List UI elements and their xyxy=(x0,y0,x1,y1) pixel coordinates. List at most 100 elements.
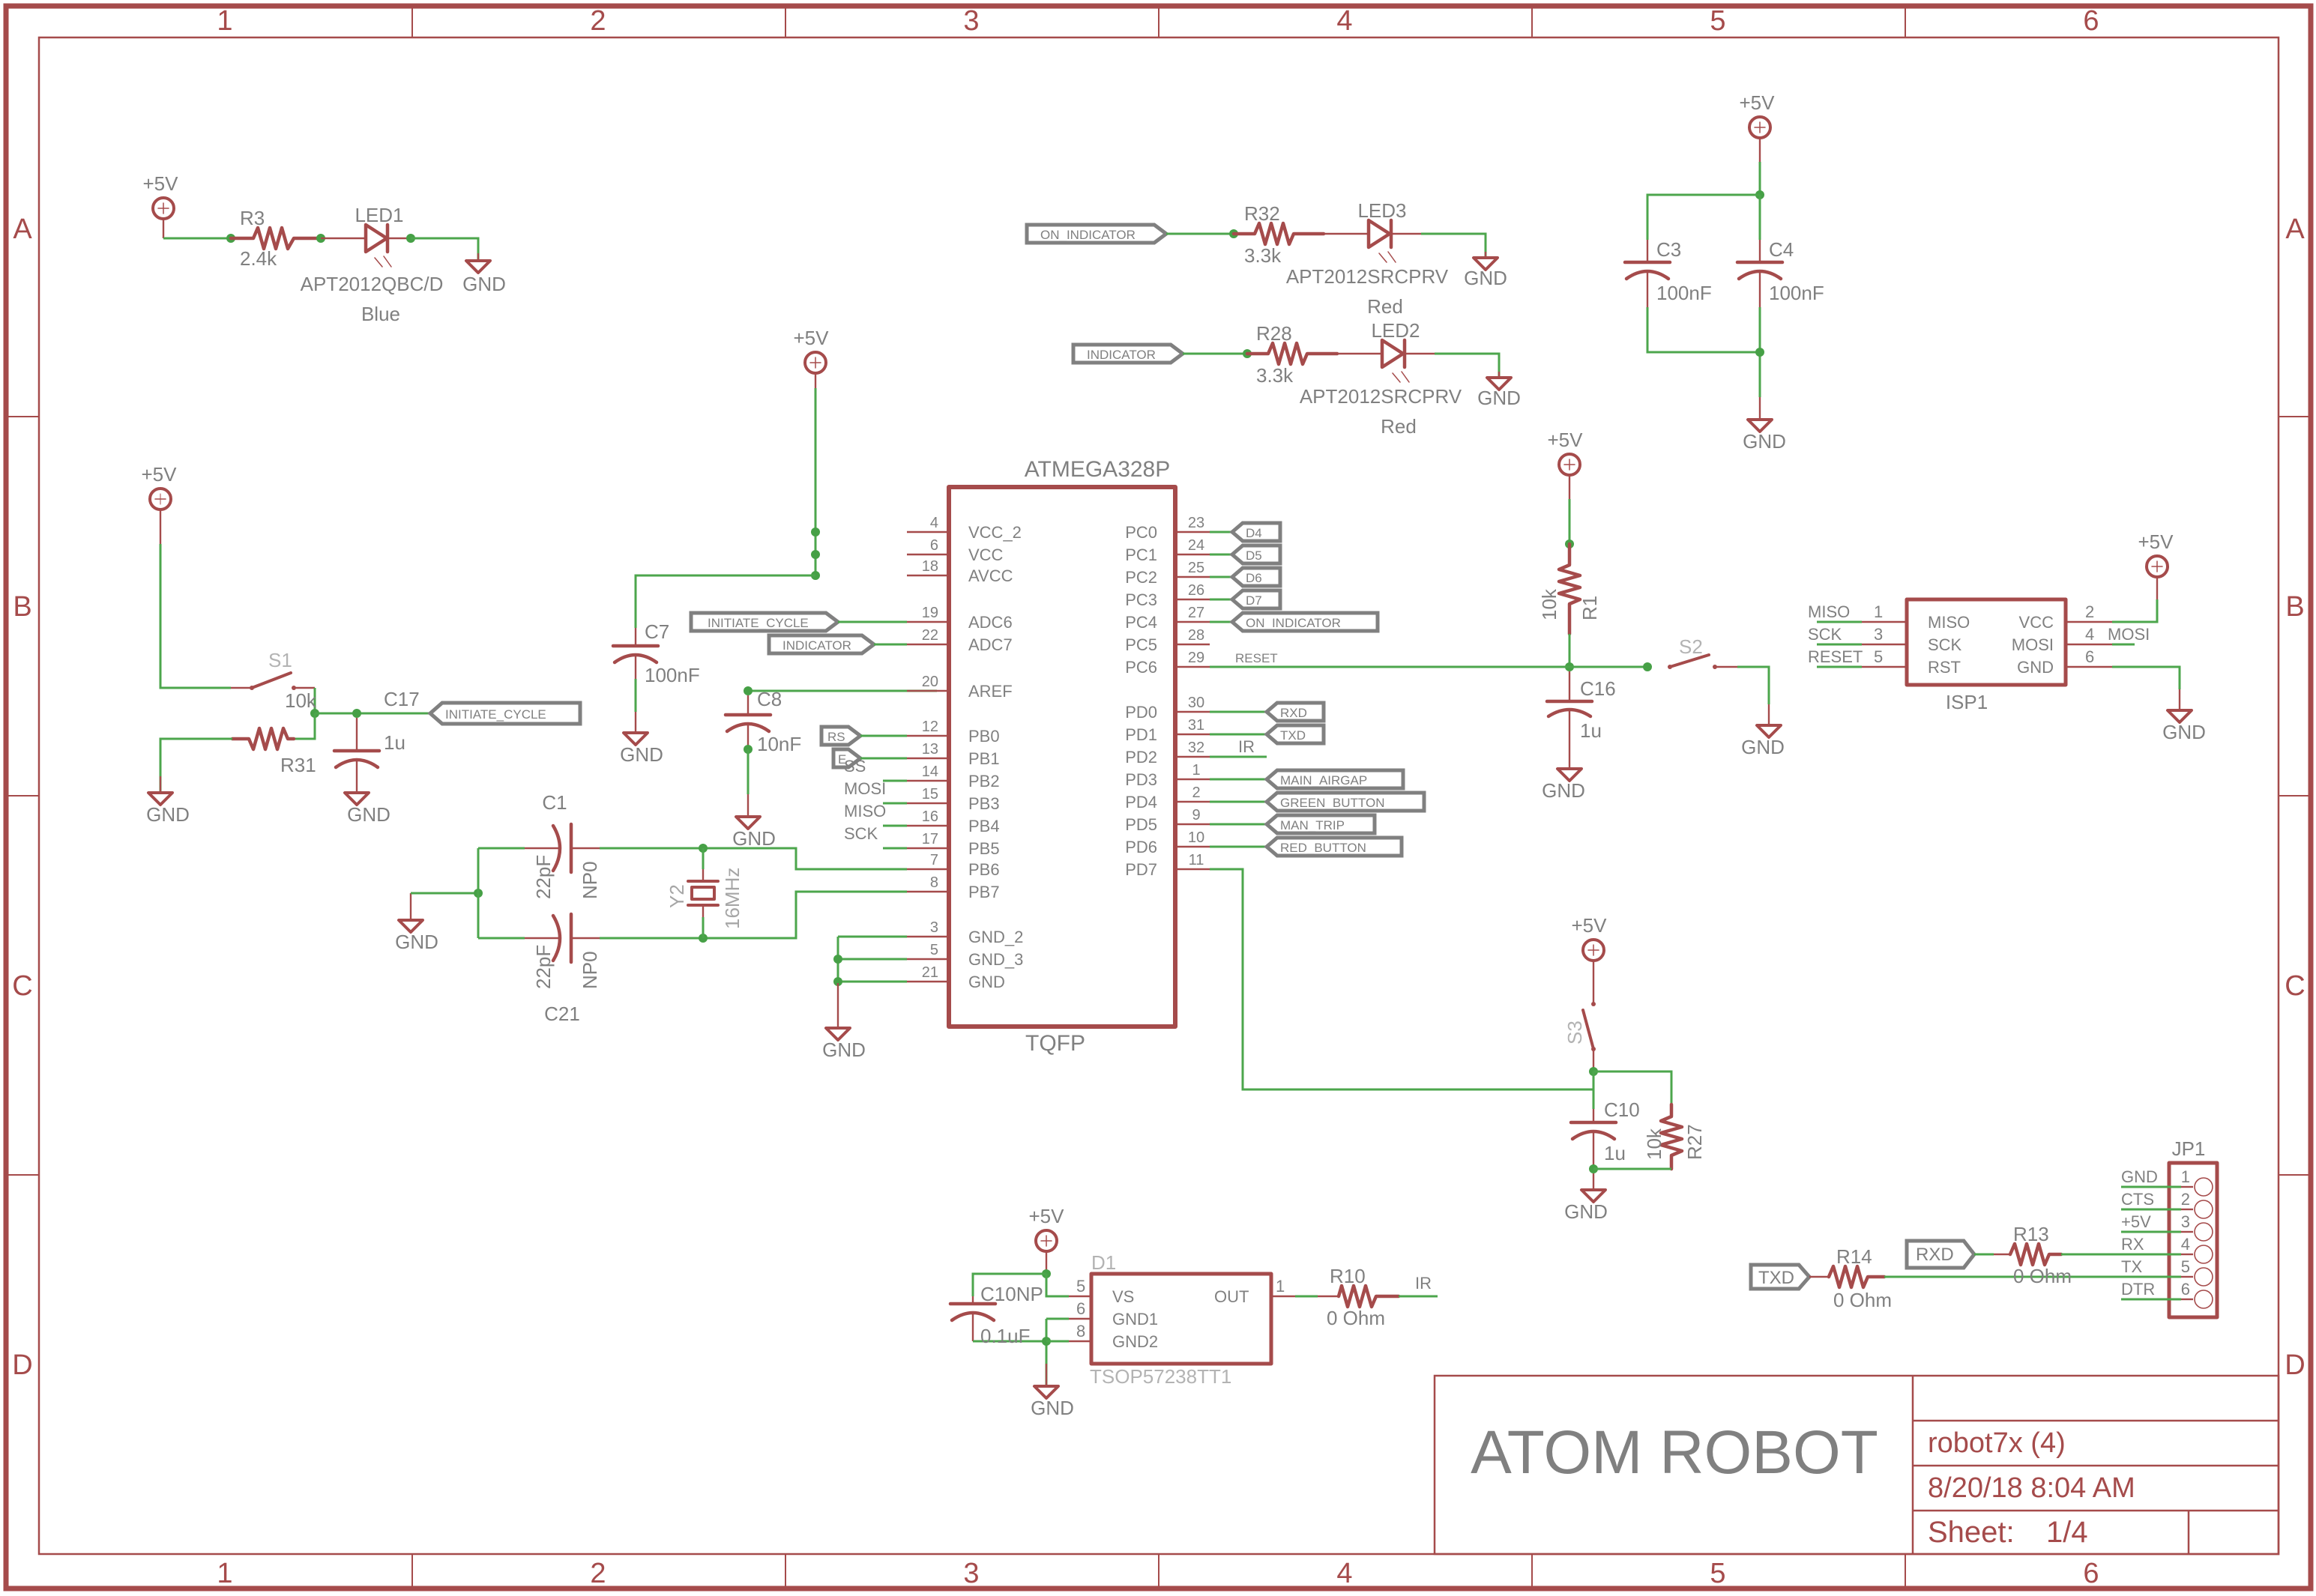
svg-text:GREEN_BUTTON: GREEN_BUTTON xyxy=(1280,796,1385,810)
net-label-pd3[interactable]: MAIN_AIRGAP xyxy=(1264,768,1405,791)
net-label-pd5[interactable]: MAN_TRIP xyxy=(1264,813,1377,835)
sheet-frame xyxy=(3,3,2314,1592)
col-label: 4 xyxy=(1336,1558,1352,1589)
net-label-pd4[interactable]: GREEN_BUTTON xyxy=(1264,791,1426,813)
pin-number: 9 xyxy=(1192,807,1200,823)
net-label-e[interactable]: E xyxy=(831,747,864,770)
header-pin-icon xyxy=(2194,1267,2213,1287)
svg-text:GND: GND xyxy=(395,931,438,953)
header-pin-icon xyxy=(2194,1245,2213,1264)
ir-pin-num: 5 xyxy=(1076,1277,1085,1296)
mcu-power: +5V GND C7 100nF GND C8 10nF xyxy=(611,327,937,1061)
pin-name: PD3 xyxy=(1125,770,1157,789)
r1-value: 10k xyxy=(1538,588,1560,620)
col-label: 1 xyxy=(217,1558,232,1589)
svg-text:+5V: +5V xyxy=(1548,429,1584,451)
c17-value: 1u xyxy=(384,731,405,754)
junction xyxy=(744,686,753,695)
row-labels-right: A B C D xyxy=(2285,214,2305,1381)
led3-diode-icon xyxy=(1366,218,1396,263)
uart-header-circuit: TXD R14 0 Ohm RXD R13 0 Ohm JP1 1GND2CTS… xyxy=(1749,1137,2219,1320)
net-label-pd6[interactable]: RED_BUTTON xyxy=(1264,835,1404,858)
r28-name: R28 xyxy=(1256,322,1292,345)
c10np-value: 0.1uF xyxy=(980,1325,1031,1347)
net-label-pc1[interactable]: D5 xyxy=(1229,543,1282,566)
net-label-rs[interactable]: RS xyxy=(819,725,864,747)
pin-name: PD1 xyxy=(1125,725,1157,744)
net-label-pd1[interactable]: TXD xyxy=(1264,723,1326,746)
net-label-indicator[interactable]: INDICATOR xyxy=(1071,342,1186,365)
jp1-pin-name: +5V xyxy=(2121,1212,2151,1231)
col-label: 3 xyxy=(963,1558,979,1589)
svg-text:MAIN_AIRGAP: MAIN_AIRGAP xyxy=(1280,773,1367,788)
svg-text:INITIATE_CYCLE: INITIATE_CYCLE xyxy=(708,616,809,630)
column-labels-bottom: 1 2 3 4 5 6 xyxy=(217,1558,2099,1589)
net-label-pc4[interactable]: ON_INDICATOR xyxy=(1229,611,1380,633)
pin-number: 11 xyxy=(1189,852,1204,868)
column-labels-top: 1 2 3 4 5 6 xyxy=(217,5,2099,37)
c21-value: 22pF xyxy=(532,945,555,989)
row-label: C xyxy=(2285,970,2305,1002)
net-label-pc0[interactable]: D4 xyxy=(1229,521,1282,543)
pin-number: 1 xyxy=(1192,762,1200,779)
gnd-icon xyxy=(1755,724,1782,739)
c16-name: C16 xyxy=(1580,677,1616,700)
pin-number: 29 xyxy=(1188,650,1204,666)
pin-number: 5 xyxy=(930,942,938,958)
header-pin-icon xyxy=(2194,1222,2213,1242)
switch-s1-icon[interactable] xyxy=(250,671,315,690)
pin-number: 6 xyxy=(930,537,938,554)
design-datetime: 8/20/18 8:04 AM xyxy=(1928,1472,2135,1504)
r10-value: 0 Ohm xyxy=(1327,1307,1385,1329)
led3-name: LED3 xyxy=(1357,199,1406,222)
jp1-pin-name: TX xyxy=(2121,1257,2142,1276)
r10-name: R10 xyxy=(1330,1265,1366,1287)
pin-name: AREF xyxy=(968,682,1013,701)
row-labels-left: A B C D xyxy=(12,214,32,1381)
net-label-initiate-cycle-adc6[interactable]: INITIATE_CYCLE xyxy=(689,611,842,633)
pin-name: PC0 xyxy=(1125,523,1157,542)
jp1-pin-num: 1 xyxy=(2181,1167,2190,1186)
led3-circuit: ON_INDICATOR R32 3.3k GND LED3 APT2012SR… xyxy=(1025,199,1507,318)
net-label-on-indicator[interactable]: ON_INDICATOR xyxy=(1025,223,1170,245)
switch-s2-icon[interactable] xyxy=(1668,653,1737,669)
gnd-icon xyxy=(397,919,424,934)
led1-circuit: +5V R3 2.4k GND LED1 APT2012QBC/D Blue xyxy=(143,172,506,325)
col-label: 6 xyxy=(2083,1558,2099,1589)
led2-color: Red xyxy=(1381,415,1417,438)
mcu-right-pins: 23PC024PC125PC226PC327PC428PC529PC630PD0… xyxy=(1125,515,1210,879)
jp1-pin-name: CTS xyxy=(2121,1190,2154,1209)
isp-net: RESET xyxy=(1808,647,1863,666)
y2-freq: 16MHz xyxy=(721,868,744,929)
net-label-pc3[interactable]: D7 xyxy=(1229,588,1282,611)
ir-pin-name: GND1 xyxy=(1112,1310,1158,1329)
gnd-icon xyxy=(622,731,649,746)
pin-name: PB4 xyxy=(968,817,1000,835)
net-label-txd[interactable]: TXD xyxy=(1749,1263,1812,1291)
net-label-indicator-adc7[interactable]: INDICATOR xyxy=(767,633,878,656)
svg-text:GND: GND xyxy=(347,803,390,826)
jp1-name: JP1 xyxy=(2172,1137,2206,1160)
design-name: robot7x (4) xyxy=(1928,1427,2066,1459)
mcu-package: TQFP xyxy=(1025,1031,1085,1056)
col-label: 1 xyxy=(217,5,232,37)
net-label-initiate-cycle[interactable]: INITIATE_CYCLE xyxy=(427,701,582,726)
pin-number: 25 xyxy=(1188,560,1204,576)
pin-number: 22 xyxy=(922,627,938,644)
net-label-pc2[interactable]: D6 xyxy=(1229,566,1282,588)
net-label-pd0[interactable]: RXD xyxy=(1264,701,1326,723)
gnd-icon xyxy=(343,791,370,806)
pin-number: 8 xyxy=(930,874,938,891)
pin-number: 16 xyxy=(922,808,938,825)
pin-number: 17 xyxy=(922,831,938,847)
net-label-rxd[interactable]: RXD xyxy=(1905,1239,1977,1270)
switch-s3-icon[interactable] xyxy=(1581,1002,1596,1051)
pin-name: PC5 xyxy=(1125,635,1157,654)
col-label: 2 xyxy=(590,5,606,37)
